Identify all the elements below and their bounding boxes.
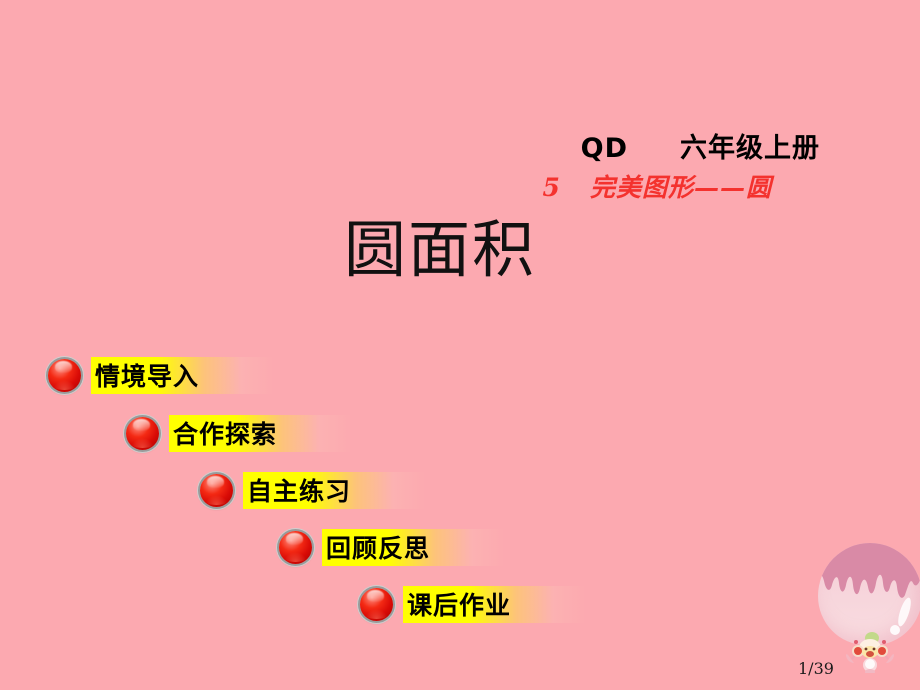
- menu-item-3-label: 自主练习: [247, 477, 352, 506]
- balloon-envelope: [818, 543, 920, 645]
- menu-item-5-label: 课后作业: [407, 591, 512, 620]
- menu-item-4[interactable]: 回顾反思: [279, 526, 505, 568]
- red-sphere-bullet-icon: [126, 416, 159, 450]
- red-sphere-bullet-icon: [48, 358, 81, 392]
- balloon-drip-pattern: [818, 543, 920, 598]
- menu-item-4-label: 回顾反思: [326, 534, 431, 563]
- menu-item-2-label: 合作探索: [173, 420, 278, 449]
- balloon-highlight-dot: [890, 625, 900, 635]
- menu-item-3-bar: 自主练习: [243, 471, 426, 509]
- menu-item-3[interactable]: 自主练习: [200, 469, 426, 511]
- hot-air-balloon-icon: [812, 543, 920, 673]
- red-sphere-bullet-icon: [279, 530, 312, 564]
- menu-item-1[interactable]: 情境导入: [48, 354, 274, 396]
- page-number: 1/39: [798, 659, 834, 678]
- menu-item-4-bar: 回顾反思: [322, 528, 505, 566]
- red-sphere-bullet-icon: [200, 473, 233, 507]
- balloon-character-icon: [846, 632, 894, 673]
- edition-grade-label: QD 六年级上册: [580, 133, 820, 164]
- unit-subtitle: 5 完美图形——圆: [542, 173, 772, 202]
- menu-item-2-bar: 合作探索: [169, 414, 352, 452]
- menu-item-5-bar: 课后作业: [403, 585, 586, 623]
- menu-item-1-label: 情境导入: [95, 362, 200, 391]
- menu-item-1-bar: 情境导入: [91, 356, 274, 394]
- menu-item-5[interactable]: 课后作业: [360, 583, 586, 625]
- red-sphere-bullet-icon: [360, 587, 393, 621]
- page-title: 圆面积: [344, 213, 537, 286]
- menu-item-2[interactable]: 合作探索: [126, 412, 352, 454]
